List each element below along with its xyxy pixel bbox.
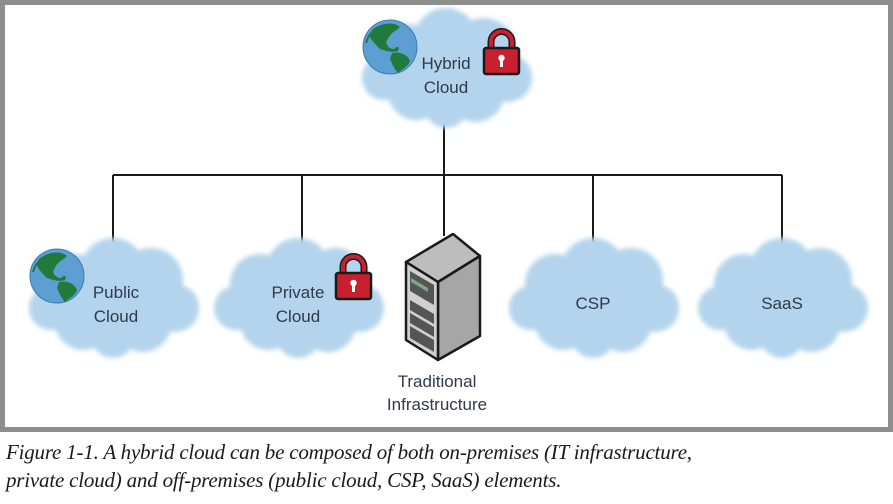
hybrid-cloud-diagram: Hybrid Cloud Public Cloud Private Cloud …	[29, 8, 868, 414]
caption-line-2: private cloud) and off-premises (public …	[6, 468, 562, 492]
globe-icon	[29, 248, 85, 304]
node-label: Cloud	[424, 78, 468, 97]
node-label: Private	[272, 283, 325, 302]
node-saas: SaaS	[698, 238, 868, 358]
node-label: Hybrid	[421, 54, 470, 73]
node-label: CSP	[576, 294, 611, 313]
node-label: SaaS	[761, 294, 803, 313]
node-label: Cloud	[94, 307, 138, 326]
node-label: Infrastructure	[387, 395, 487, 414]
node-public-cloud: Public Cloud	[29, 238, 199, 358]
globe-icon	[362, 19, 418, 75]
node-private-cloud: Private Cloud	[214, 238, 384, 358]
figure-caption: Figure 1-1. A hybrid cloud can be compos…	[6, 438, 891, 494]
node-hybrid-cloud: Hybrid Cloud	[362, 8, 532, 128]
connector-lines	[112, 120, 783, 250]
node-label: Cloud	[276, 307, 320, 326]
node-label: Public	[93, 283, 140, 302]
server-icon	[404, 232, 482, 362]
node-csp: CSP	[509, 238, 679, 358]
caption-line-1: Figure 1-1. A hybrid cloud can be compos…	[6, 440, 692, 464]
node-label: Traditional	[398, 372, 477, 391]
node-traditional-infrastructure: Traditional Infrastructure	[387, 232, 487, 414]
